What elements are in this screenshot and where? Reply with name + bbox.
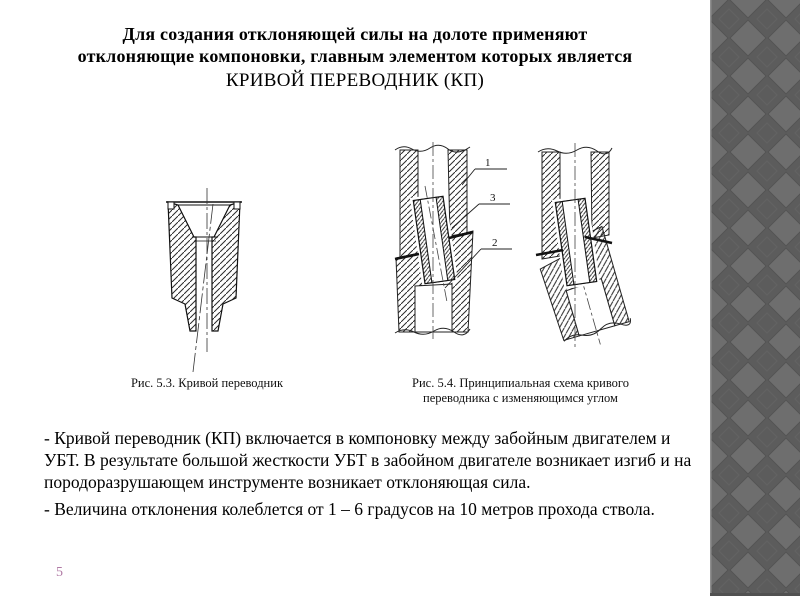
joint-line-left: [394, 252, 420, 261]
body-text: - Кривой переводник (КП) включается в ко…: [44, 427, 692, 520]
callout-3-label: 3: [490, 192, 496, 204]
fig54-straight-scheme: 1 3 2: [394, 142, 512, 339]
fig54-deflected-scheme: [535, 143, 632, 350]
fig53-centerline-angled: [192, 203, 214, 373]
title-caps-text: КРИВОЙ ПЕРЕВОДНИК (КП): [225, 70, 485, 91]
callout-1-label: 1: [485, 157, 491, 169]
sidebar-pattern: [710, 0, 800, 600]
fig53-left-wall: [167, 201, 197, 332]
callout-leaders: [444, 168, 512, 289]
fig54-drawing: 1 3 2: [394, 142, 632, 350]
fig53-left-lip: [167, 201, 175, 210]
fig53-right-lip: [233, 201, 241, 210]
page-number: 5: [56, 565, 63, 580]
diamond-pattern-graphic: [710, 0, 800, 596]
callout-2-label: 2: [492, 237, 498, 249]
joint2-line-right: [584, 235, 613, 245]
tilted-sleeve2: [554, 197, 598, 287]
fig54-caption: Рис. 5.4. Принципиальная схема кривого п…: [412, 376, 629, 405]
fig53-drawing: [166, 188, 242, 373]
break-line-top: [394, 144, 471, 153]
fig53-caption: Рис. 5.3. Кривой переводник: [130, 376, 284, 390]
title-bold-text: Для создания отклоняющей силы на долоте …: [77, 24, 633, 66]
break2-line-top: [537, 146, 613, 155]
joint2-line-left: [535, 248, 564, 257]
body-paragraph-2: - Величина отклонения колеблется от 1 – …: [44, 499, 655, 519]
tilted-sleeve: [412, 195, 456, 285]
page-title: Для создания отклоняющей силы на долоте …: [0, 24, 710, 92]
lower-counterbore: [414, 283, 453, 333]
break-line-bottom: [394, 327, 471, 336]
body-paragraph-1: - Кривой переводник (КП) включается в ко…: [44, 428, 692, 492]
joint-line-right: [448, 230, 474, 240]
centerline-sleeve-axis: [424, 185, 448, 303]
fig53-right-wall: [211, 201, 241, 332]
housing2-upper-right-wall: [590, 151, 610, 239]
slide-content: Для создания отклоняющей силы на долоте …: [0, 24, 710, 580]
